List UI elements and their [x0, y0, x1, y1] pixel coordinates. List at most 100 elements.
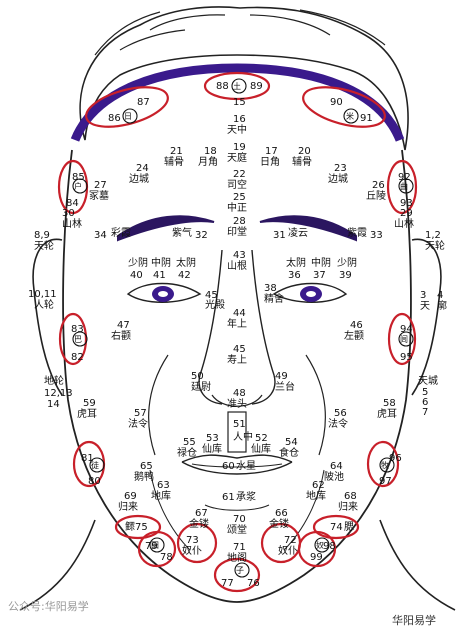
label-l59: 59 — [83, 398, 96, 409]
label-l16: 16 — [233, 114, 246, 125]
label-yintang: 印堂 — [227, 227, 247, 238]
label-shaoyin_l: 少阴 — [128, 258, 148, 269]
label-l48_shou: 45 — [233, 344, 246, 355]
label-jie_l: 鳏75 — [125, 522, 148, 533]
watermark-left: 公众号:华阳易学 — [8, 600, 89, 613]
label-l52: 52 — [255, 433, 268, 444]
label-l15: 15 — [233, 97, 246, 108]
label-l63: 63 — [157, 480, 170, 491]
label-caixia: 彩霞 — [111, 228, 131, 239]
label-l40: 40 — [130, 270, 143, 281]
label-jinlou_l: 金镂 — [189, 519, 209, 530]
label-l21: 21 — [170, 146, 183, 157]
label-l5: 5 — [422, 387, 429, 398]
circled-char-c_mi: 米 — [346, 112, 354, 121]
circled-char-c_tu_top: 土 — [233, 82, 241, 91]
circled-char-c_du: 闾 — [400, 335, 408, 344]
label-l33: 33 — [370, 230, 383, 241]
label-dige: 地阁 — [227, 553, 247, 564]
label-guilai_r: 归来 — [338, 502, 358, 513]
label-l58: 58 — [383, 398, 396, 409]
label-l57: 57 — [134, 408, 147, 419]
label-l48: 48 — [233, 388, 246, 399]
label-l27: 27 — [94, 180, 107, 191]
label-tianlun_l: 天轮 — [34, 241, 54, 252]
hairline-arc — [70, 63, 405, 142]
label-xianku_r: 仙库 — [251, 444, 271, 455]
label-shanlin_r: 山林 — [394, 219, 414, 230]
label-zhongyang_l: 中阴 — [151, 258, 171, 269]
label-l66: 66 — [275, 508, 288, 519]
label-zhongmu: 冢墓 — [89, 191, 109, 202]
label-l50: 50 — [191, 371, 204, 382]
label-lingyun: 凌云 — [288, 228, 308, 239]
label-l88: 88 — [216, 81, 229, 92]
label-tianlun3: 天 — [420, 301, 430, 312]
circled-char-c_zi: 子 — [236, 566, 244, 575]
label-lutang: 禄仓 — [177, 448, 197, 459]
label-l54: 54 — [285, 437, 298, 448]
label-tingwei: 廷尉 — [191, 382, 211, 393]
circled-char-c_ti: 徒 — [91, 461, 99, 470]
circled-char-c_tian: 田 — [151, 541, 159, 550]
label-shanlin_l: 山林 — [62, 219, 82, 230]
label-nupu_r: 奴仆 — [278, 546, 298, 557]
label-l43: 43 — [233, 250, 246, 261]
label-l83: 83 — [71, 324, 84, 335]
label-l99: 99 — [310, 552, 323, 563]
label-l86: 86 — [108, 113, 121, 124]
label-l14: 14 — [47, 399, 60, 410]
label-tianting: 天庭 — [227, 153, 247, 164]
label-guilai_l: 归来 — [118, 502, 138, 513]
label-l51: 51 — [233, 419, 246, 430]
label-l56: 56 — [334, 408, 347, 419]
label-l61: 61 — [222, 492, 235, 503]
label-taiyang_l: 太阴 — [176, 258, 196, 269]
label-jingshe: 精舍 — [264, 294, 284, 305]
label-yuejiao: 月角 — [198, 157, 218, 168]
label-jinlou_r: 金镂 — [269, 519, 289, 530]
label-shaoyin_r: 少阴 — [337, 258, 357, 269]
label-l4_ear: 4 — [437, 290, 444, 301]
label-l55: 55 — [183, 437, 196, 448]
label-l28: 28 — [233, 216, 246, 227]
label-l62: 62 — [312, 480, 325, 491]
label-zhongyang_r: 中阴 — [311, 258, 331, 269]
label-l30: 30 — [62, 208, 75, 219]
label-l95: 95 — [400, 352, 413, 363]
label-l81: 81 — [81, 453, 94, 464]
label-nupu_l: 奴仆 — [182, 546, 202, 557]
label-l6: 6 — [422, 397, 429, 408]
label-l67: 67 — [195, 508, 208, 519]
label-l93: 93 — [400, 198, 413, 209]
label-l71: 71 — [233, 542, 246, 553]
label-l89: 89 — [250, 81, 263, 92]
label-l96: 96 — [389, 453, 402, 464]
label-l60: 60 — [222, 461, 235, 472]
label-fugu_r: 辅骨 — [292, 157, 312, 168]
label-faling_l: 法令 — [128, 419, 148, 430]
label-l12_ear: 1,2 — [425, 230, 441, 241]
label-l17: 17 — [265, 146, 278, 157]
label-biancheng_l: 边城 — [129, 174, 149, 185]
label-l31: 31 — [273, 230, 286, 241]
highlight-circles — [57, 71, 418, 593]
label-tianlun_r: 天轮 — [425, 241, 445, 252]
circled-char-c_ri: 日 — [124, 112, 132, 121]
watermark-right: 华阳易学 — [392, 614, 436, 627]
label-l44: 44 — [233, 308, 246, 319]
label-l1213: 12,13 — [44, 388, 73, 399]
label-l24: 24 — [136, 163, 149, 174]
label-huer_r: 虎耳 — [377, 409, 397, 420]
label-l79: 79 — [145, 541, 158, 552]
label-kuo: 廓 — [437, 301, 447, 312]
label-l77: 77 — [221, 578, 234, 589]
label-diroun: 地轮 — [44, 376, 64, 387]
label-l46: 46 — [350, 320, 363, 331]
label-faling_r: 法令 — [328, 419, 348, 430]
label-l7: 7 — [422, 407, 429, 418]
label-l90: 90 — [330, 97, 343, 108]
label-l22: 22 — [233, 169, 246, 180]
label-l23: 23 — [334, 163, 347, 174]
